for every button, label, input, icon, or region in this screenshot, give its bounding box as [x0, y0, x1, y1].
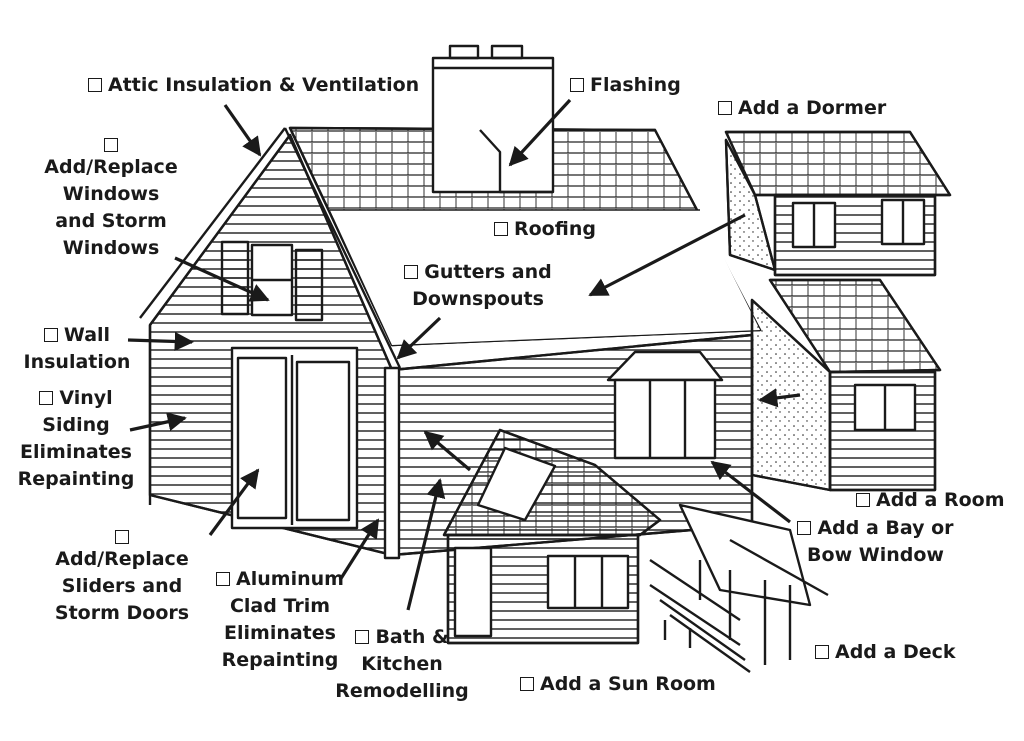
checkbox-icon[interactable]: [39, 391, 54, 405]
label-add-room: Add a Room: [856, 487, 1005, 514]
label-gutters-downspouts: Gutters and Downspouts: [398, 259, 558, 313]
checkbox-icon[interactable]: [856, 493, 870, 507]
label-add-dormer: Add a Dormer: [718, 95, 886, 122]
label-replace-sliders: Add/Replace Sliders and Storm Doors: [44, 526, 200, 627]
checkbox-icon[interactable]: [520, 677, 534, 691]
checkbox-icon[interactable]: [115, 530, 129, 544]
main-roof: [288, 126, 762, 347]
checkbox-icon[interactable]: [815, 645, 829, 659]
sliding-doors: [230, 346, 359, 530]
label-add-deck: Add a Deck: [815, 639, 956, 666]
label-bath-kitchen: Bath & Kitchen Remodelling: [335, 626, 469, 702]
checkbox-icon[interactable]: [216, 572, 231, 586]
checkbox-icon[interactable]: [43, 328, 58, 342]
checkbox-icon[interactable]: [404, 265, 419, 279]
label-flashing: Flashing: [570, 72, 681, 99]
label-wall-insulation: Wall Insulation: [23, 324, 131, 373]
gable-window: [220, 240, 324, 322]
checkbox-icon[interactable]: [797, 521, 812, 535]
pointer-arrows: [127, 98, 801, 611]
checkbox-icon[interactable]: [104, 138, 118, 152]
checkbox-icon[interactable]: [494, 222, 508, 236]
label-vinyl-siding: Vinyl Siding Eliminates Repainting: [17, 387, 135, 490]
checkbox-icon[interactable]: [718, 101, 732, 115]
chimney: [431, 44, 555, 194]
deck: [649, 503, 829, 673]
dormer-addon: [724, 130, 952, 277]
label-bay-bow-window: Add a Bay or Bow Window: [788, 515, 963, 569]
checkbox-icon[interactable]: [88, 78, 102, 92]
sun-room: [442, 428, 662, 645]
label-add-sun-room: Add a Sun Room: [520, 671, 716, 698]
label-attic-insulation: Attic Insulation & Ventilation: [88, 72, 419, 99]
label-roofing: Roofing: [494, 216, 596, 243]
label-aluminum-trim: Aluminum Clad Trim Eliminates Repainting: [206, 566, 354, 674]
checkbox-icon[interactable]: [570, 78, 584, 92]
bay-window: [606, 350, 724, 460]
label-replace-windows: Add/Replace Windows and Storm Windows: [36, 134, 186, 262]
room-addon: [750, 278, 942, 492]
checkbox-icon[interactable]: [355, 630, 370, 644]
